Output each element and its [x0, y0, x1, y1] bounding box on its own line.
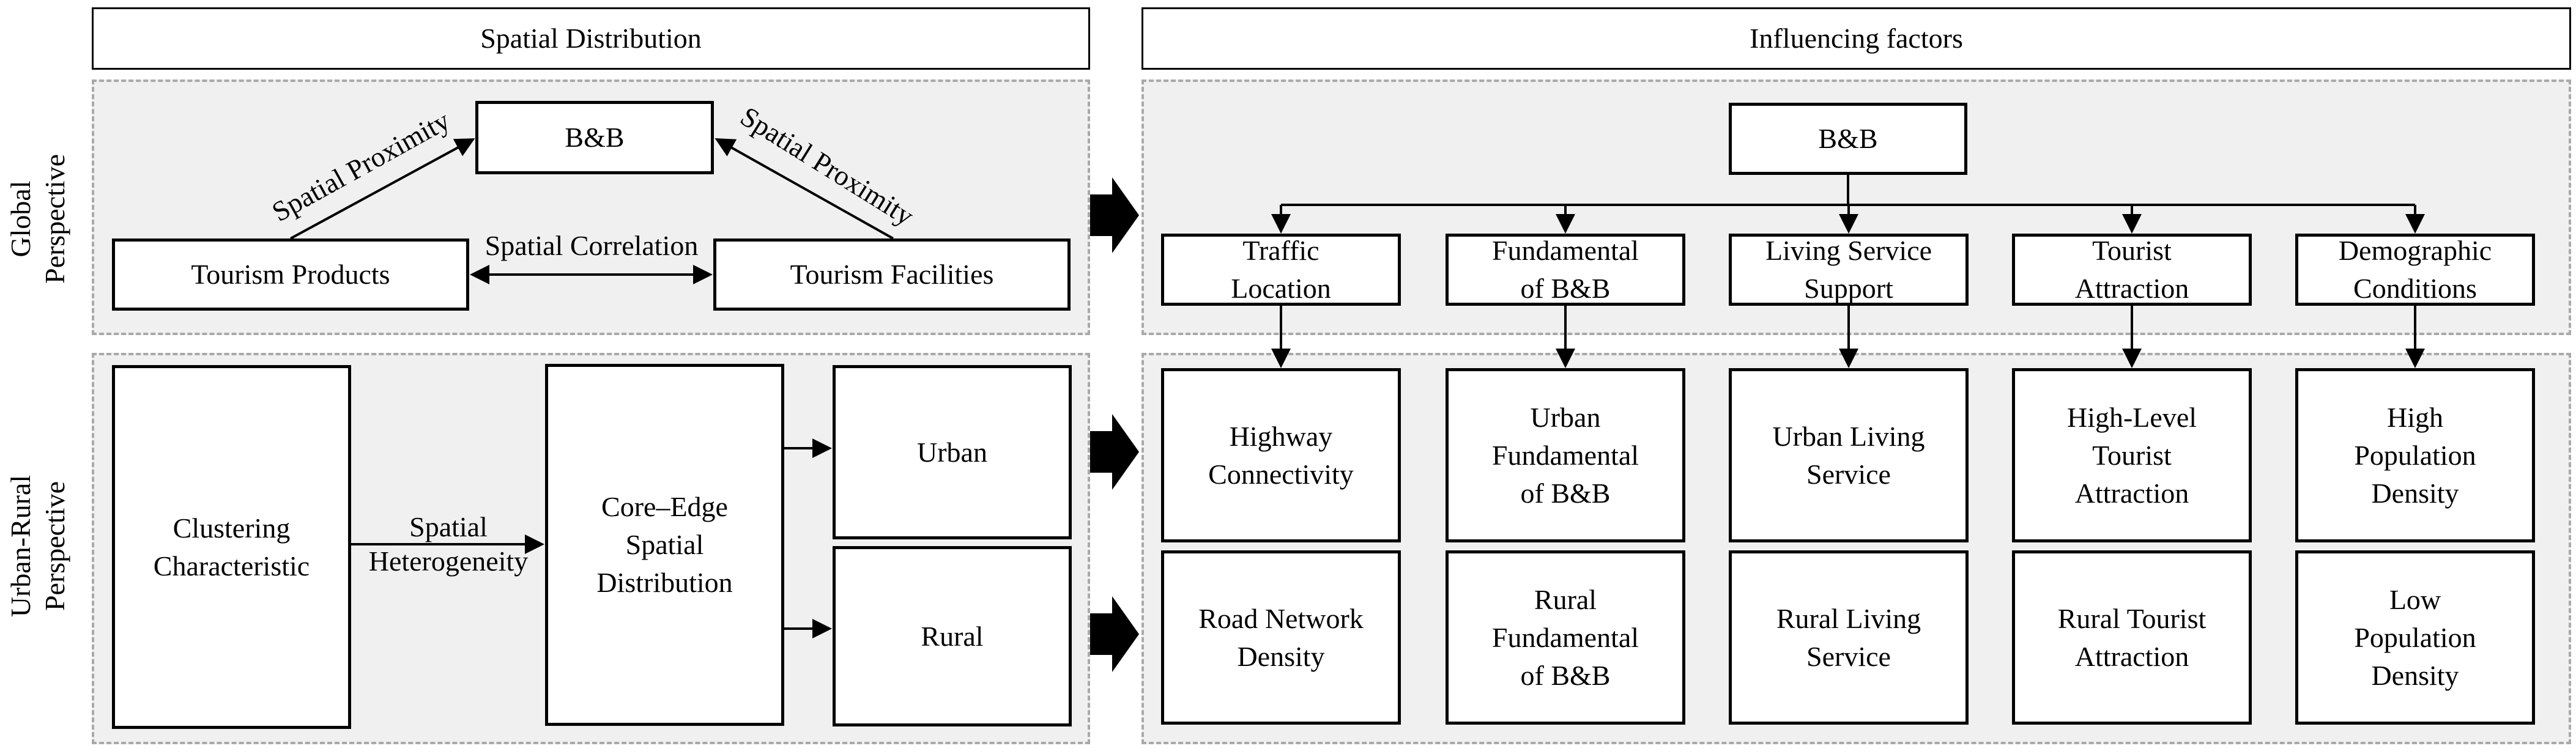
- factor-urban-living-service: Urban Living Service: [1729, 368, 1969, 542]
- category-tourist-attraction: Tourist Attraction: [2012, 234, 2252, 306]
- tourism-products-box: Tourism Products: [112, 238, 469, 311]
- factor-rural-living-service: Rural Living Service: [1729, 550, 1969, 725]
- factor-high-population-density: High Population Density: [2295, 368, 2535, 542]
- rural-box: Rural: [833, 546, 1072, 726]
- tourism-facilities-box: Tourism Facilities: [713, 238, 1071, 311]
- spatial-heterogeneity-label: Spatial Heterogeneity: [368, 511, 529, 577]
- clustering-characteristic-box: Clustering Characteristic: [112, 365, 351, 729]
- factor-rural-fundamental-bb: Rural Fundamental of B&B: [1446, 550, 1685, 725]
- proximity-left-arrow: [290, 138, 475, 240]
- header-spatial-distribution: Spatial Distribution: [92, 7, 1090, 70]
- block-arrow-global: [1090, 177, 1139, 253]
- category-living-service-support: Living Service Support: [1729, 234, 1969, 306]
- proximity-right-arrow: [715, 138, 894, 240]
- category-demographic-conditions: Demographic Conditions: [2295, 234, 2535, 306]
- urban-box: Urban: [833, 365, 1072, 539]
- core-edge-distribution-box: Core–Edge Spatial Distribution: [545, 364, 784, 726]
- category-fundamental-bb: Fundamental of B&B: [1446, 234, 1685, 306]
- block-arrow-rural: [1090, 596, 1139, 672]
- block-arrow-urban: [1090, 414, 1139, 490]
- factor-road-network-density: Road Network Density: [1161, 550, 1401, 725]
- factor-low-population-density: Low Population Density: [2295, 550, 2535, 725]
- category-traffic-location: Traffic Location: [1161, 234, 1401, 306]
- bb-box: B&B: [475, 101, 714, 174]
- factor-rural-tourist-attraction: Rural Tourist Attraction: [2012, 550, 2252, 725]
- factor-urban-fundamental-bb: Urban Fundamental of B&B: [1446, 368, 1685, 542]
- factors-bb-box: B&B: [1729, 103, 1967, 175]
- factor-highway-connectivity: Highway Connectivity: [1161, 368, 1401, 542]
- header-influencing-factors: Influencing factors: [1141, 7, 2571, 70]
- factor-high-level-tourist-attraction: High-Level Tourist Attraction: [2012, 368, 2252, 542]
- spatial-correlation-label: Spatial Correlation: [484, 230, 699, 261]
